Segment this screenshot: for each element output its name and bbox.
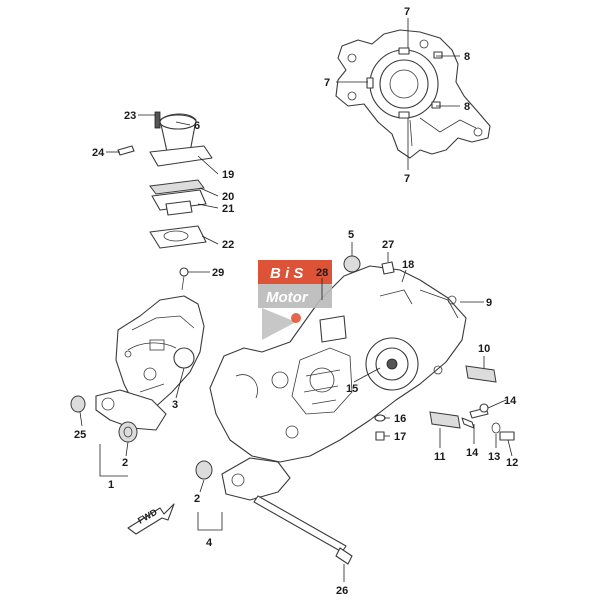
callout-3: 3	[172, 399, 178, 411]
callout-6: 6	[194, 120, 200, 132]
callout-4: 4	[206, 537, 213, 549]
callout-2-right: 2	[194, 493, 200, 505]
forward-direction-arrow: FWD	[127, 503, 175, 535]
watermark-text-line2: Motor	[266, 289, 309, 306]
callout-16: 16	[394, 413, 406, 425]
mount-bracket-left	[70, 389, 167, 443]
callout-7-left: 7	[324, 77, 330, 89]
callout-25: 25	[74, 429, 86, 441]
callout-13: 13	[488, 451, 500, 463]
callout-8-upper: 8	[464, 51, 470, 63]
callout-28: 28	[316, 267, 328, 279]
callout-10: 10	[478, 343, 490, 355]
callout-21: 21	[222, 203, 234, 215]
callout-7-top: 7	[404, 6, 410, 18]
callout-2-left: 2	[122, 457, 128, 469]
callout-18: 18	[402, 259, 414, 271]
callout-1: 1	[108, 479, 114, 491]
callout-22: 22	[222, 239, 234, 251]
callout-26: 26	[336, 585, 348, 597]
callout-5: 5	[348, 229, 354, 241]
mount-bracket-right	[195, 457, 291, 501]
small-parts-right	[374, 365, 515, 441]
callout-8-lower: 8	[464, 101, 470, 113]
callout-17: 17	[394, 431, 406, 443]
callout-15: 15	[346, 383, 358, 395]
callout-14-upper: 14	[504, 395, 517, 407]
callout-12: 12	[506, 457, 518, 469]
callout-11: 11	[434, 451, 446, 463]
callout-7-bottom: 7	[404, 173, 410, 185]
callout-20: 20	[222, 191, 234, 203]
callout-19: 19	[222, 169, 234, 181]
callout-labels: 7 8 7 8 7 23 6 24 19 20 21 22 5 27 28 18…	[74, 6, 518, 597]
callout-24: 24	[92, 147, 105, 159]
main-crankcase-body	[209, 255, 467, 463]
left-crankcase-half	[115, 295, 205, 411]
watermark-logo: B i S Motor	[258, 260, 332, 340]
callout-27: 27	[382, 239, 394, 251]
intake-reed-assembly	[117, 111, 213, 291]
callout-14-lower: 14	[466, 447, 479, 459]
callout-29: 29	[212, 267, 224, 279]
callout-23: 23	[124, 110, 136, 122]
inset-crankcase-view	[335, 29, 491, 159]
leader-lines	[79, 18, 513, 582]
callout-9: 9	[486, 297, 492, 309]
watermark-text-line1: B i S	[270, 265, 303, 282]
through-bolt	[253, 495, 353, 565]
